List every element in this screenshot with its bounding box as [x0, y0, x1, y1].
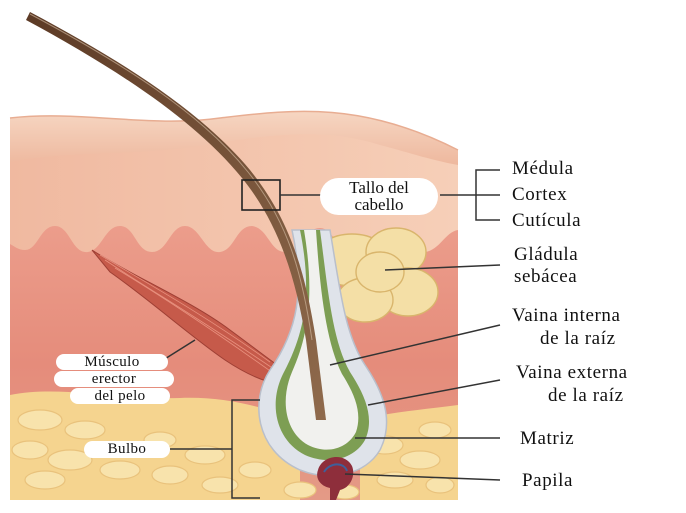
callout-bulbo: Bulbo: [84, 441, 170, 458]
callout-erector: erector: [54, 371, 174, 387]
label-glandula: Gládula: [514, 244, 578, 266]
label-vaina-externa-raiz: de la raíz: [548, 385, 624, 407]
label-medula: Médula: [512, 158, 574, 180]
label-matriz: Matriz: [520, 428, 574, 450]
label-vaina-interna: Vaina interna: [512, 305, 621, 327]
callout-del-pelo: del pelo: [70, 388, 170, 404]
label-vaina-externa: Vaina externa: [516, 362, 628, 384]
label-cuticula: Cutícula: [512, 210, 581, 232]
callout-musculo: Músculo: [56, 354, 168, 370]
callout-tallo-line1: Tallo del: [320, 179, 438, 196]
label-sebacea: sebácea: [514, 266, 577, 288]
callout-tallo-line2: cabello: [320, 196, 438, 213]
label-vaina-interna-raiz: de la raíz: [540, 328, 616, 350]
callout-tallo: Tallo del cabello: [320, 178, 438, 215]
label-papila: Papila: [522, 470, 573, 492]
label-cortex: Cortex: [512, 184, 567, 206]
